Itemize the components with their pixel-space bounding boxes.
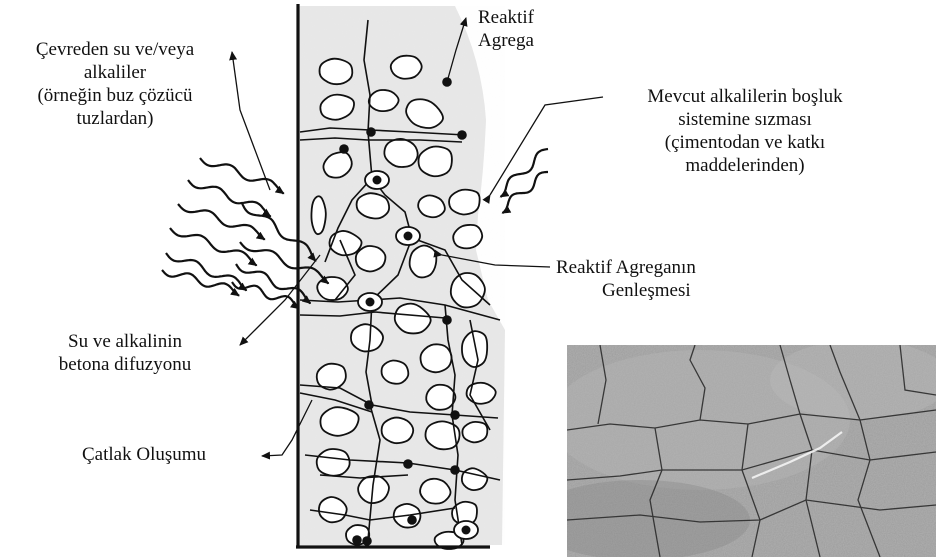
arrow-existing-alkali: [490, 97, 603, 195]
label-line: (çimentodan ve katkı: [610, 131, 880, 154]
aggregate-particle: [382, 418, 414, 444]
label-line: Agrega: [478, 29, 534, 52]
aggregate-particle: [462, 331, 487, 367]
label-line: sistemine sızması: [610, 108, 880, 131]
label-expansion: Reaktif Agreganın Genleşmesi: [556, 256, 696, 302]
label-line: tuzlardan): [4, 107, 226, 130]
reaction-dot: [364, 400, 374, 410]
aggregate-particle: [462, 422, 487, 442]
reaction-dot: [403, 459, 413, 469]
reaction-dot: [457, 130, 467, 140]
label-line: Çevreden su ve/veya: [4, 38, 226, 61]
aggregate-particle: [421, 344, 452, 372]
aggregate-particle: [449, 190, 480, 215]
aggregate-particle: [317, 449, 350, 476]
aggregate-particle: [317, 364, 346, 390]
reaction-dot: [450, 465, 460, 475]
aggregate-particle: [369, 90, 399, 111]
label-line: Reaktif: [478, 6, 534, 29]
label-existing-alkali: Mevcut alkalilerin boşluk sistemine sızm…: [610, 85, 880, 177]
label-line: Genleşmesi: [556, 279, 696, 302]
label-environment-water: Çevreden su ve/veya alkaliler (örneğin b…: [4, 38, 226, 130]
label-line: maddelerinden): [610, 154, 880, 177]
label-line: alkaliler: [4, 61, 226, 84]
aggregate-particle: [319, 497, 347, 522]
water-wave: [178, 204, 265, 240]
label-line: (örneğin buz çözücü: [4, 84, 226, 107]
aggregate-particle: [320, 59, 353, 84]
aggregate-particle: [382, 360, 409, 383]
aggregate-particle: [453, 225, 482, 248]
reaction-dot: [352, 535, 362, 545]
aggregate-particle: [320, 407, 358, 436]
aggregate-particle: [426, 385, 455, 410]
reaction-dot: [442, 315, 452, 325]
label-line: Mevcut alkalilerin boşluk: [610, 85, 880, 108]
label-diffusion: Su ve alkalinin betona difuzyonu: [20, 330, 230, 376]
aggregate-particle: [420, 479, 450, 504]
reaction-dot: [362, 536, 372, 546]
aggregate-particle: [384, 139, 417, 167]
reaction-dot: [366, 127, 376, 137]
label-reactive-aggregate: Reaktif Agrega: [478, 6, 534, 52]
reaction-dot: [339, 144, 349, 154]
aggregate-particle: [311, 196, 325, 234]
aggregate-particle: [451, 273, 485, 307]
reactive-site-core: [404, 232, 413, 241]
aggregate-particle: [410, 245, 437, 277]
reactive-site-core: [373, 176, 382, 185]
cracked-concrete-photo: [530, 340, 936, 557]
reactive-site-core: [462, 526, 471, 535]
aggregate-particle: [419, 147, 452, 177]
label-crack-formation: Çatlak Oluşumu: [82, 443, 206, 466]
water-wave: [162, 270, 239, 296]
aggregate-particle: [356, 246, 386, 272]
reaction-dot: [407, 515, 417, 525]
aggregate-particle: [357, 193, 390, 218]
water-wave: [200, 158, 284, 194]
reaction-dot: [450, 410, 460, 420]
label-line: Su ve alkalinin: [20, 330, 230, 353]
aggregate-particle: [391, 56, 422, 79]
reactive-site-core: [366, 298, 375, 307]
arrow-environment: [232, 52, 270, 190]
label-line: betona difuzyonu: [20, 353, 230, 376]
aggregate-particle: [418, 195, 445, 217]
label-line: Reaktif Agreganın: [556, 256, 696, 279]
